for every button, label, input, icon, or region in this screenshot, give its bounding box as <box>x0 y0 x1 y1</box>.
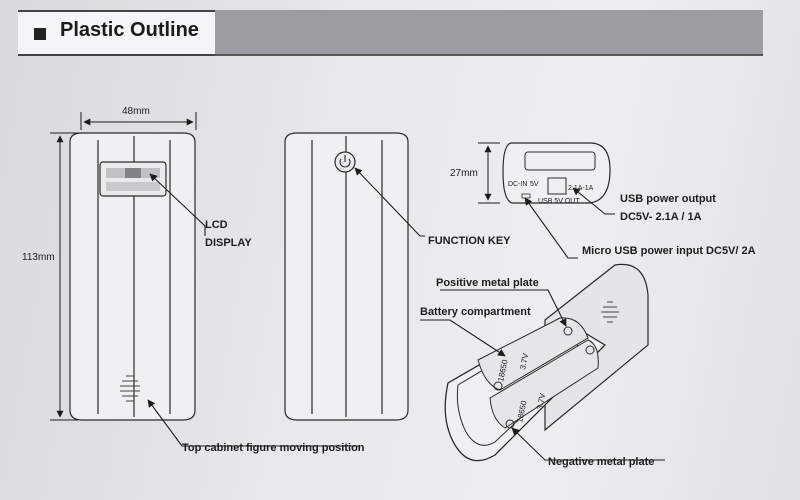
front-view <box>69 132 196 421</box>
micro-usb-leader <box>524 197 578 259</box>
battery-cell-1 <box>477 317 589 391</box>
header-title-box <box>18 10 215 56</box>
battery-compartment-label: Battery compartment <box>420 306 531 318</box>
negative-plate-leader <box>511 427 665 461</box>
top-cabinet-label: Top cabinet figure moving position <box>182 442 365 454</box>
header-gray-bar <box>215 10 763 54</box>
section-header: Plastic Outline <box>18 10 763 56</box>
header-rule <box>215 54 763 56</box>
page-title: Plastic Outline <box>60 19 199 41</box>
positive-terminal-icon <box>563 326 573 336</box>
bullet-square-icon <box>34 28 46 40</box>
positive-plate-label: Positive metal plate <box>436 277 539 289</box>
cell2-voltage-marking: 3.7V <box>535 392 547 411</box>
battery-level-icon <box>125 168 141 178</box>
back-view <box>284 132 409 421</box>
negative-terminal-icon <box>493 381 503 391</box>
port-marking: USB 5V OUT <box>538 198 580 205</box>
lcd-segments-bottom <box>106 182 160 191</box>
micro-usb-label: Micro USB power input DC5V/ 2A <box>582 245 756 257</box>
battery-compartment-leader <box>420 319 506 357</box>
depth-dimension <box>478 142 500 204</box>
out-rating-marking: 2.1A-1A <box>568 185 594 192</box>
usb-output-label-line2: DC5V- 2.1A / 1A <box>620 211 702 223</box>
speaker-grille-icon-small <box>601 301 619 323</box>
speaker-grille-icon <box>120 375 140 402</box>
lcd-label-line1: LCD <box>205 219 228 231</box>
battery-cell-2 <box>489 339 599 429</box>
usb-port-icon <box>547 177 567 195</box>
cell1-voltage-marking: 3.7V <box>518 352 530 371</box>
positive-terminal-icon-2 <box>585 345 595 355</box>
dc-in-voltage-marking: 5V <box>530 181 539 188</box>
lcd-label-line2: DISPLAY <box>205 237 252 249</box>
battery-compartment-view <box>444 263 649 462</box>
depth-label: 27mm <box>450 168 478 179</box>
top-cabinet-leader <box>147 399 360 447</box>
top-end-view <box>502 142 611 204</box>
height-dimension <box>50 132 78 421</box>
width-dimension <box>80 112 197 130</box>
function-key-label: FUNCTION KEY <box>428 235 511 247</box>
negative-terminal-icon-2 <box>505 419 515 429</box>
height-label: 113mm <box>22 252 55 263</box>
dc-in-marking: DC-IN <box>508 181 527 188</box>
power-button-icon[interactable] <box>334 151 356 173</box>
width-label: 48mm <box>122 106 150 117</box>
usb-output-leader <box>572 187 615 215</box>
function-key-leader <box>354 167 425 237</box>
negative-plate-label: Negative metal plate <box>548 456 654 468</box>
usb-output-label-line1: USB power output <box>620 193 716 205</box>
lcd-leader <box>149 173 206 236</box>
positive-plate-leader <box>440 289 567 327</box>
